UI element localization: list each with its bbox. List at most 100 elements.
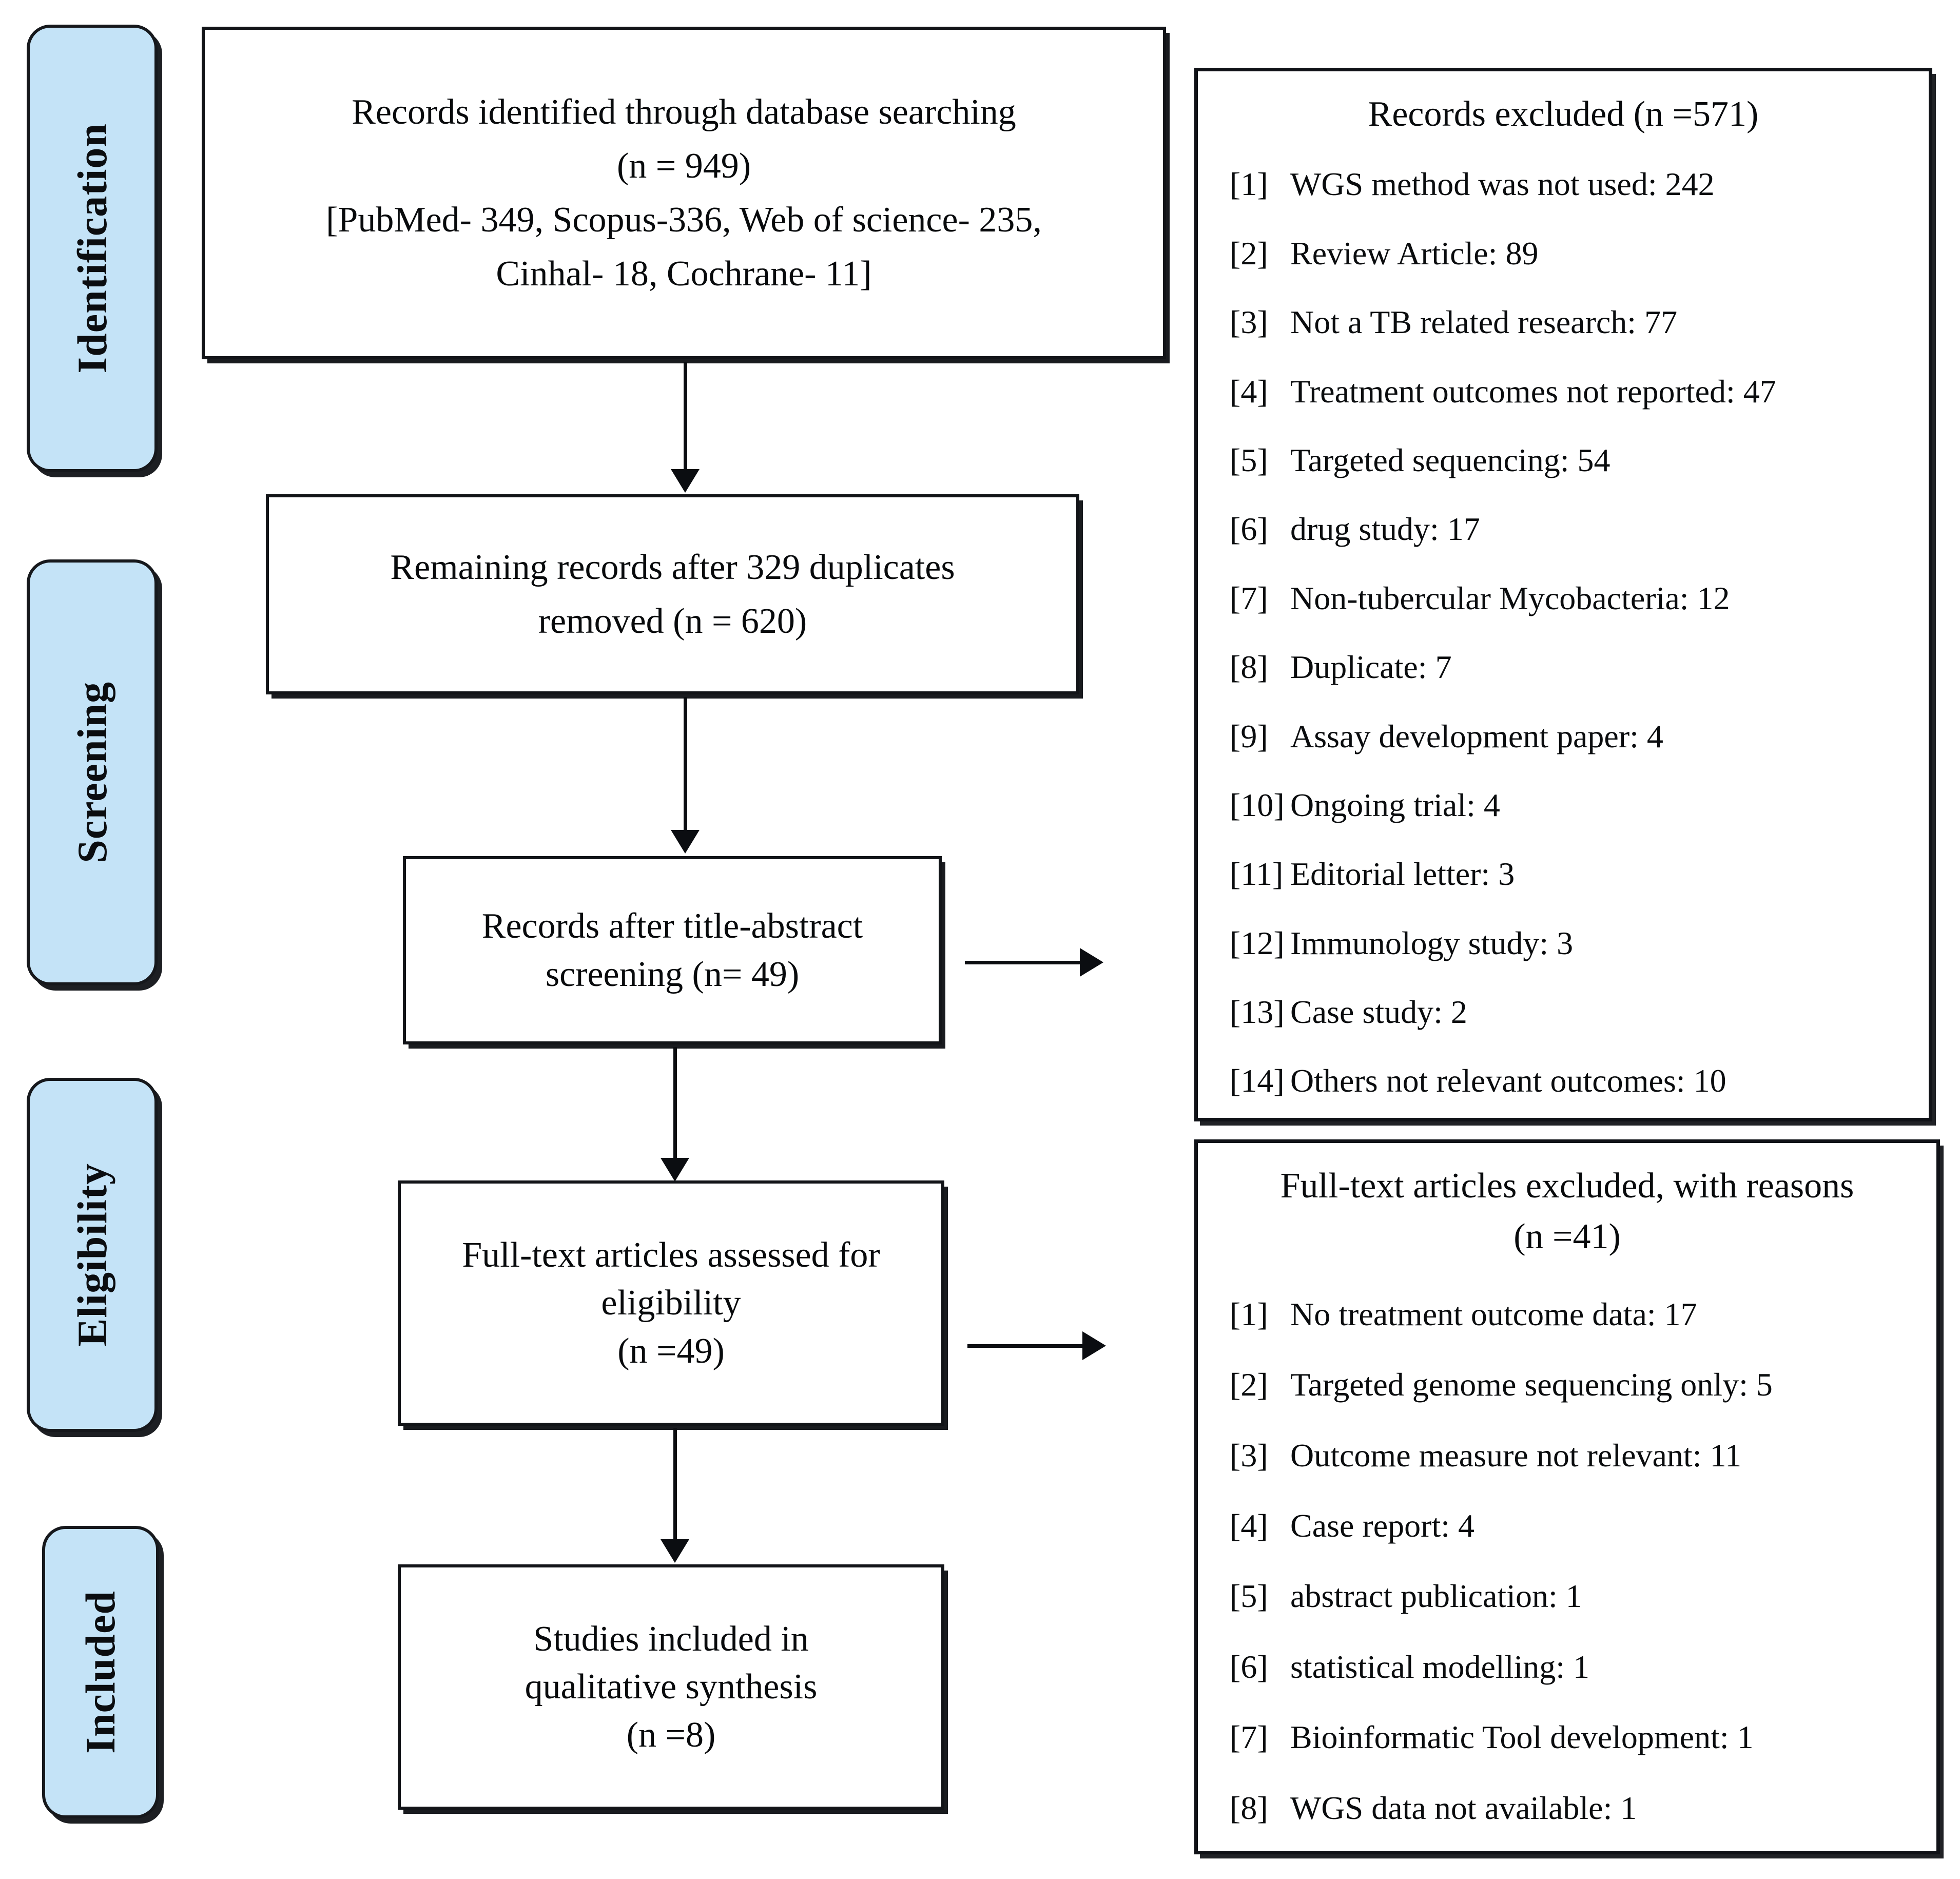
reason-text: abstract publication: 1 [1290, 1578, 1582, 1615]
flow-line: eligibility [601, 1283, 741, 1323]
records-excluded-reason-list: [1] WGS method was not used: 242 [2] Rev… [1198, 166, 1929, 1099]
flow-line: (n = 949) [616, 146, 751, 186]
stage-label-text: Included [77, 1591, 124, 1754]
flow-line: Remaining records after 329 duplicates [390, 548, 955, 587]
list-item: [8] Duplicate: 7 [1230, 649, 1929, 685]
reason-text: Editorial letter: 3 [1290, 856, 1515, 893]
reason-index: [9] [1230, 718, 1268, 754]
reason-text: WGS data not available: 1 [1290, 1789, 1637, 1826]
list-item: [9] Assay development paper: 4 [1230, 718, 1929, 754]
arrow-screening-to-records-excluded [965, 947, 1103, 978]
stage-label-screening: Screening [27, 559, 158, 985]
list-item: [3] Not a TB related research: 77 [1230, 304, 1929, 340]
list-item: [2] Targeted genome sequencing only: 5 [1230, 1366, 1936, 1403]
flow-line: Studies included in [533, 1619, 809, 1659]
reason-text: statistical modelling: 1 [1290, 1648, 1590, 1685]
arrow-identified-to-duplicates [670, 362, 701, 493]
flow-line: screening (n= 49) [545, 954, 800, 994]
flow-line: [PubMed- 349, Scopus-336, Web of science… [326, 200, 1042, 240]
reason-index: [13] [1230, 994, 1285, 1031]
flow-line: removed (n = 620) [538, 602, 807, 641]
reason-index: [14] [1230, 1062, 1285, 1099]
list-item: [11] Editorial letter: 3 [1230, 856, 1929, 892]
arrow-shaft [967, 1344, 1083, 1348]
reason-index: [12] [1230, 924, 1285, 961]
reason-text: Review Article: 89 [1290, 235, 1539, 272]
flow-line: (n =49) [617, 1331, 725, 1371]
arrow-duplicates-to-screening [670, 697, 701, 854]
panel-title-line1: Full-text articles excluded, with reason… [1280, 1166, 1854, 1206]
arrow-shaft [684, 697, 687, 831]
reason-index: [10] [1230, 786, 1285, 823]
list-item: [14] Others not relevant outcomes: 10 [1230, 1063, 1929, 1099]
flow-line: Records identified through database sear… [352, 92, 1016, 132]
list-item: [7] Non-tubercular Mycobacteria: 12 [1230, 580, 1929, 616]
list-item: [6] statistical modelling: 1 [1230, 1649, 1936, 1685]
list-item: [4] Case report: 4 [1230, 1507, 1936, 1544]
reason-index: [6] [1230, 1648, 1268, 1685]
reason-index: [1] [1230, 166, 1268, 203]
reason-text: No treatment outcome data: 17 [1290, 1295, 1697, 1332]
arrow-head-down-icon [661, 1539, 689, 1563]
flow-line: Cinhal- 18, Cochrane- 11] [496, 254, 872, 294]
reason-text: Treatment outcomes not reported: 47 [1290, 373, 1776, 410]
reason-text: Not a TB related research: 77 [1290, 304, 1678, 341]
reason-text: Assay development paper: 4 [1290, 718, 1663, 754]
arrow-head-right-icon [1080, 948, 1103, 977]
reason-text: Immunology study: 3 [1290, 924, 1574, 961]
reason-index: [7] [1230, 1719, 1268, 1756]
list-item: [13] Case study: 2 [1230, 994, 1929, 1030]
reason-index: [1] [1230, 1295, 1268, 1332]
reason-index: [5] [1230, 1578, 1268, 1615]
reason-text: Bioinformatic Tool development: 1 [1290, 1719, 1754, 1756]
panel-fulltext-excluded: Full-text articles excluded, with reason… [1194, 1139, 1940, 1854]
reason-index: [3] [1230, 304, 1268, 341]
panel-title: Records excluded (n =571) [1198, 71, 1929, 140]
reason-text: WGS method was not used: 242 [1290, 166, 1715, 203]
list-item: [10] Ongoing trial: 4 [1230, 787, 1929, 823]
reason-index: [2] [1230, 1366, 1268, 1403]
reason-text: Duplicate: 7 [1290, 649, 1452, 686]
arrow-head-right-icon [1082, 1331, 1106, 1360]
reason-index: [8] [1230, 1789, 1268, 1826]
list-item: [2] Review Article: 89 [1230, 235, 1929, 272]
arrow-fulltext-to-included [659, 1428, 690, 1563]
panel-title: Full-text articles excluded, with reason… [1198, 1143, 1936, 1263]
arrow-shaft [673, 1047, 677, 1159]
reason-index: [4] [1230, 373, 1268, 410]
stage-label-text: Eligibility [68, 1163, 115, 1347]
arrow-head-down-icon [661, 1158, 689, 1181]
reason-index: [5] [1230, 441, 1268, 478]
reason-index: [7] [1230, 579, 1268, 616]
reason-text: Targeted sequencing: 54 [1290, 441, 1610, 478]
list-item: [4] Treatment outcomes not reported: 47 [1230, 373, 1929, 410]
arrow-screening-to-fulltext [659, 1047, 690, 1181]
list-item: [7] Bioinformatic Tool development: 1 [1230, 1719, 1936, 1755]
stage-label-text: Identification [68, 123, 115, 374]
flow-box-title-abstract-screening: Records after title-abstract screening (… [403, 856, 942, 1044]
list-item: [8] WGS data not available: 1 [1230, 1790, 1936, 1826]
list-item: [3] Outcome measure not relevant: 11 [1230, 1437, 1936, 1474]
flow-line: qualitative synthesis [525, 1667, 818, 1707]
reason-index: [2] [1230, 235, 1268, 272]
reason-text: Case report: 4 [1290, 1507, 1474, 1544]
reason-text: Ongoing trial: 4 [1290, 786, 1500, 823]
arrow-head-down-icon [671, 469, 700, 493]
flow-box-records-identified: Records identified through database sear… [202, 27, 1166, 359]
reason-index: [3] [1230, 1437, 1268, 1474]
flow-box-studies-included: Studies included in qualitative synthesi… [398, 1564, 944, 1810]
reason-text: Targeted genome sequencing only: 5 [1290, 1366, 1773, 1403]
reason-index: [8] [1230, 649, 1268, 686]
reason-text: drug study: 17 [1290, 511, 1480, 548]
fulltext-excluded-reason-list: [1] No treatment outcome data: 17 [2] Ta… [1198, 1296, 1936, 1826]
reason-index: [4] [1230, 1507, 1268, 1544]
arrow-shaft [684, 362, 687, 471]
flow-line: Records after title-abstract [481, 906, 863, 946]
list-item: [1] WGS method was not used: 242 [1230, 166, 1929, 202]
arrow-shaft [965, 961, 1081, 964]
reason-text: Case study: 2 [1290, 994, 1467, 1031]
arrow-fulltext-to-fulltext-excluded [967, 1330, 1106, 1361]
stage-label-identification: Identification [27, 25, 158, 472]
stage-label-eligibility: Eligibility [27, 1078, 158, 1432]
